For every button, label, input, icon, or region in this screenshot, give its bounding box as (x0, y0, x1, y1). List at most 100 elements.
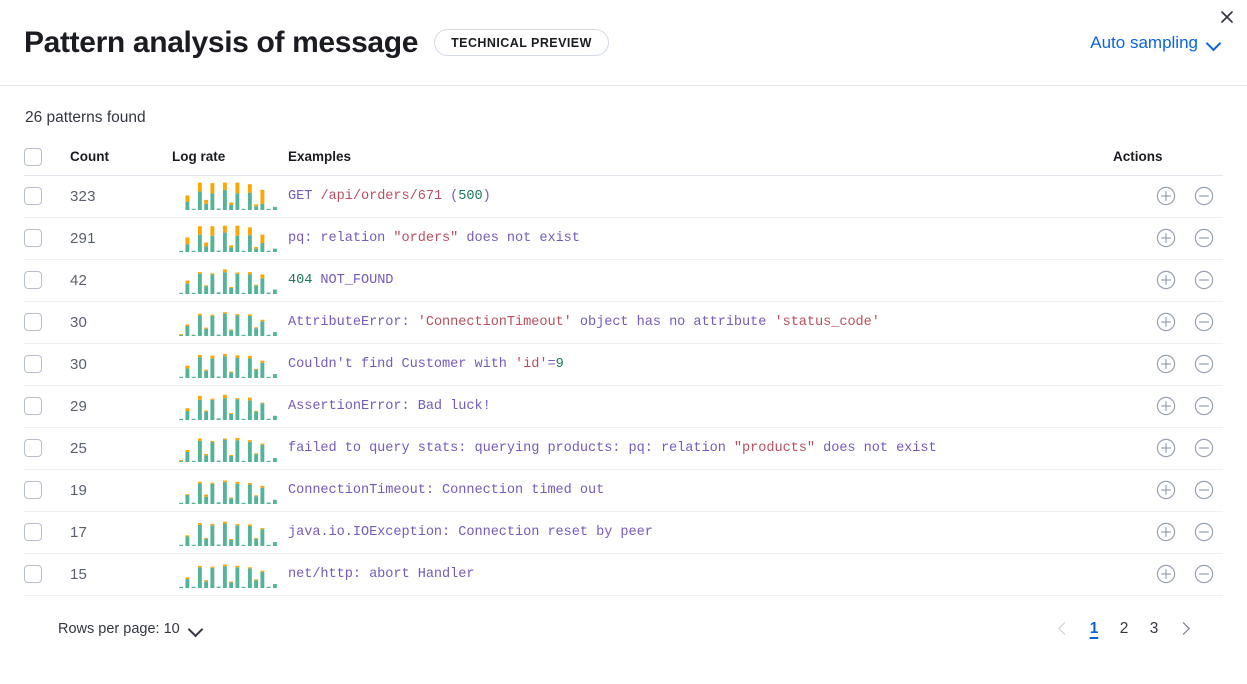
auto-sampling-button[interactable]: Auto sampling (1088, 29, 1223, 57)
log-rate-sparkline (172, 518, 288, 546)
row-count: 291 (70, 217, 172, 260)
filter-out-value-icon[interactable] (1193, 395, 1215, 417)
row-example-message: failed to query stats: querying products… (288, 427, 1113, 470)
pagination-page-2[interactable]: 2 (1111, 614, 1137, 644)
table-row[interactable]: 42 404 NOT_FOUND (24, 259, 1223, 302)
filter-out-value-icon[interactable] (1193, 437, 1215, 459)
message-token-var: 'id' (515, 356, 548, 372)
log-rate-sparkline (172, 350, 288, 378)
chevron-down-icon (189, 624, 203, 633)
pagination-page-1[interactable]: 1 (1081, 614, 1107, 644)
filter-for-value-icon[interactable] (1155, 521, 1177, 543)
row-count: 323 (70, 175, 172, 218)
message-token-plain: ConnectionTimeout: Connection timed out (288, 482, 605, 498)
row-checkbox[interactable] (24, 355, 42, 373)
row-checkbox[interactable] (24, 523, 42, 541)
row-select-cell (24, 511, 70, 554)
filter-for-value-icon[interactable] (1155, 269, 1177, 291)
message-token-plain: AttributeError: (288, 314, 418, 330)
select-all-checkbox[interactable] (24, 147, 42, 166)
message-token-plain: Couldn't find Customer with (288, 356, 516, 372)
auto-sampling-label: Auto sampling (1090, 32, 1198, 52)
column-header-examples: Examples (288, 141, 1113, 176)
filter-out-value-icon[interactable] (1193, 479, 1215, 501)
row-log-rate-cell (172, 217, 288, 260)
row-actions-cell (1113, 175, 1223, 218)
rows-per-page-selector[interactable]: Rows per page: 10 (48, 617, 209, 641)
row-checkbox[interactable] (24, 313, 42, 331)
column-header-actions: Actions (1113, 141, 1223, 176)
pagination-next-icon[interactable] (1171, 614, 1199, 644)
filter-for-value-icon[interactable] (1155, 353, 1177, 375)
row-count: 30 (70, 301, 172, 344)
message-token-plain: does not exist (458, 230, 580, 246)
filter-for-value-icon[interactable] (1155, 395, 1177, 417)
row-log-rate-cell (172, 175, 288, 218)
message-token-plain: ) (482, 188, 491, 204)
row-count: 30 (70, 343, 172, 386)
row-checkbox[interactable] (24, 565, 42, 583)
message-token-plain: ( (442, 188, 459, 204)
row-example-message: ConnectionTimeout: Connection timed out (288, 469, 1113, 512)
row-select-cell (24, 385, 70, 428)
filter-out-value-icon[interactable] (1193, 227, 1215, 249)
row-checkbox[interactable] (24, 439, 42, 457)
row-actions-cell (1113, 259, 1223, 302)
message-token-num: 404 (288, 272, 313, 288)
row-checkbox[interactable] (24, 481, 42, 499)
row-checkbox[interactable] (24, 271, 42, 289)
filter-out-value-icon[interactable] (1193, 269, 1215, 291)
panel-header: Pattern analysis of message TECHNICAL PR… (0, 0, 1247, 86)
filter-for-value-icon[interactable] (1155, 479, 1177, 501)
filter-out-value-icon[interactable] (1193, 185, 1215, 207)
row-checkbox[interactable] (24, 397, 42, 415)
filter-for-value-icon[interactable] (1155, 227, 1177, 249)
filter-out-value-icon[interactable] (1193, 353, 1215, 375)
row-select-cell (24, 469, 70, 512)
filter-for-value-icon[interactable] (1155, 185, 1177, 207)
select-all-header (24, 141, 70, 176)
log-rate-sparkline (172, 476, 288, 504)
row-log-rate-cell (172, 553, 288, 596)
log-rate-sparkline (172, 392, 288, 420)
filter-for-value-icon[interactable] (1155, 437, 1177, 459)
row-actions-cell (1113, 469, 1223, 512)
filter-out-value-icon[interactable] (1193, 521, 1215, 543)
filter-out-value-icon[interactable] (1193, 311, 1215, 333)
message-token-var: "orders" (393, 230, 459, 246)
page-title: Pattern analysis of message (24, 25, 419, 59)
filter-for-value-icon[interactable] (1155, 563, 1177, 585)
filter-out-value-icon[interactable] (1193, 563, 1215, 585)
row-count: 42 (70, 259, 172, 302)
row-log-rate-cell (172, 427, 288, 470)
pagination-page-3[interactable]: 3 (1141, 614, 1167, 644)
row-example-message: 404 NOT_FOUND (288, 259, 1113, 302)
rows-per-page-label: Rows per page: 10 (58, 620, 180, 637)
column-header-count: Count (70, 141, 172, 176)
close-icon[interactable] (1214, 4, 1240, 30)
row-select-cell (24, 343, 70, 386)
row-example-message: pq: relation "orders" does not exist (288, 217, 1113, 260)
filter-for-value-icon[interactable] (1155, 311, 1177, 333)
row-checkbox[interactable] (24, 187, 42, 205)
table-row[interactable]: 291 pq: relation "orders" does not exist (24, 217, 1223, 260)
header-left-group: Pattern analysis of message TECHNICAL PR… (24, 25, 609, 59)
log-rate-sparkline (172, 224, 288, 252)
message-token-plain: AssertionError: Bad luck! (288, 398, 491, 414)
message-token-var: 'status_code' (774, 314, 880, 330)
log-rate-sparkline (172, 560, 288, 588)
row-checkbox[interactable] (24, 229, 42, 247)
pagination-prev-icon[interactable] (1049, 614, 1077, 644)
panel-content: 26 patterns found Count Log rate Example… (0, 86, 1247, 644)
